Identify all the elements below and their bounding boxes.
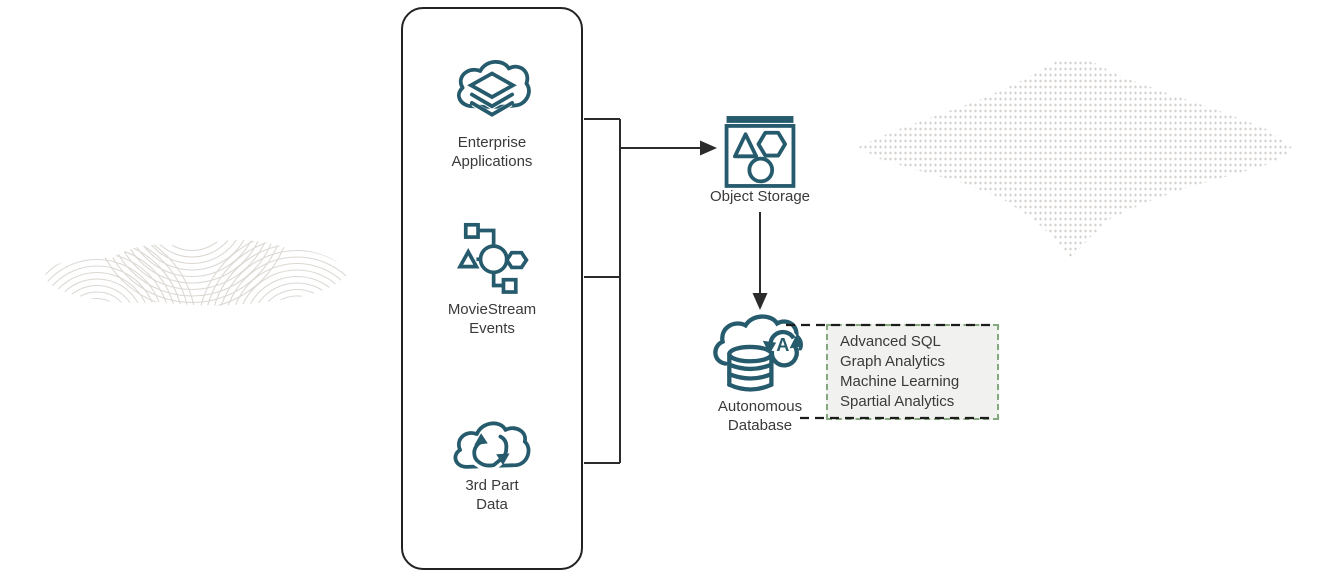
arrow-to-database-head <box>752 293 768 310</box>
dotted-cloud-texture-decoration <box>858 60 1294 258</box>
event-graph-icon <box>456 222 529 294</box>
cloud-sync-icon <box>453 421 531 472</box>
node-moviestream-events: MovieStream Events <box>403 218 581 338</box>
autonomous-database-icon: A <box>713 314 803 392</box>
moviestream-events-label: MovieStream Events <box>447 301 537 337</box>
capability-graph-analytics: Graph Analytics <box>840 353 946 370</box>
autonomous-database-label: Autonomous Database <box>717 398 803 434</box>
enterprise-applications-label: Enterprise Applications <box>451 134 533 170</box>
analytics-capabilities-box: Advanced SQL Graph Analytics Machine Lea… <box>826 324 999 420</box>
third-party-data-label: 3rd Part Data <box>465 477 519 513</box>
fingerprint-texture-decoration <box>45 240 348 306</box>
capability-machine-learning: Machine Learning <box>840 373 960 390</box>
data-sources-panel: Enterprise Applications MovieStream Even… <box>401 7 583 570</box>
autonomous-badge-letter: A <box>776 335 789 355</box>
node-third-party-data: 3rd Part Data <box>403 416 581 514</box>
object-storage-icon <box>724 116 796 188</box>
arrow-to-object-storage-head <box>700 140 717 156</box>
node-enterprise-applications: Enterprise Applications <box>403 53 581 171</box>
capability-advanced-sql: Advanced SQL <box>840 333 941 350</box>
cloud-layers-icon <box>457 59 531 119</box>
object-storage-label: Object Storage <box>709 188 811 205</box>
capability-spartial-analytics: Spartial Analytics <box>840 393 955 410</box>
